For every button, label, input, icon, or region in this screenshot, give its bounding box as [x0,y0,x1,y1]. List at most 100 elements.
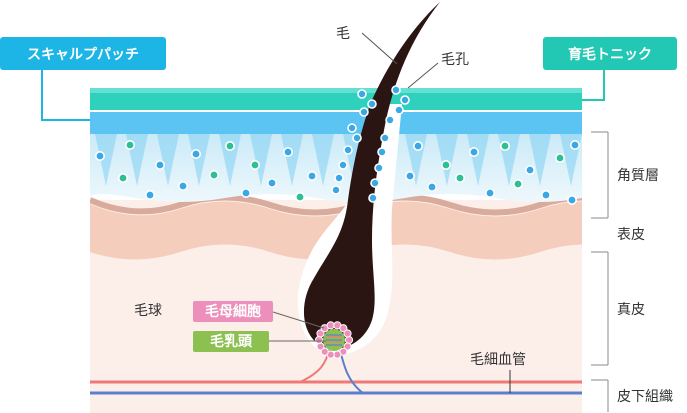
matrix-cell [333,350,342,359]
scalp-patch-connector [41,68,90,121]
matrix-cell [343,342,352,351]
pore-particle [377,147,387,157]
pore-particle [359,107,369,117]
corneum-particle [145,190,156,201]
pore-particle [374,163,384,173]
corneum-stripe [436,134,458,186]
pore-particle [400,95,410,105]
layer-label-subcutaneous: 皮下組織 [617,389,673,405]
hair-bulb-label: 毛球 [134,303,162,319]
hair-matrix-label: 毛母細胞 [205,303,261,320]
matrix-cell [339,324,348,333]
corneum-stripe [188,134,210,186]
corneum-particle [294,192,305,203]
corneum-particle [95,151,106,162]
matrix-cell [343,329,352,338]
corneum-stripe [312,134,334,186]
scalp-patch-strip [90,88,582,110]
pore-leader [407,62,439,89]
scalp-patch-label: スキャルプパッチ [27,47,139,63]
corneum-particle [499,141,510,152]
scalp-patch-strip-shine [90,88,582,93]
matrix-cell [314,335,324,345]
layer-label-dermis: 真皮 [617,302,645,318]
corneum-stripe [250,134,272,186]
corneum-particle [241,188,252,199]
corneum-particle [524,165,535,176]
corneum-particle [250,160,261,171]
stratum-corneum-particles [95,140,580,206]
pore-particle [357,89,367,99]
pore-particle [380,133,390,143]
corneum-particle [426,182,437,193]
matrix-cell [344,335,354,345]
corneum-particle [118,173,129,184]
ikumo-tonic-badge [543,37,677,70]
pore-particle [394,105,404,115]
corneum-stripe [219,134,241,186]
capillary-label: 毛細血管 [470,352,526,368]
pore-particle [368,193,378,203]
hair-leader [361,32,398,65]
corneum-particle [191,149,202,160]
corneum-stripe [95,134,117,186]
corneum-particle [155,160,166,171]
matrix-cell [320,347,329,356]
scalp-patch-badge [0,37,166,70]
pore-particle [343,145,353,155]
pore-label: 毛孔 [441,52,469,68]
corneum-particle [282,147,293,158]
corneum-particle [540,190,551,201]
pore-particle [334,173,344,183]
corneum-particle [225,141,236,152]
corneum-particle [468,147,479,158]
layer-brackets [591,131,609,412]
corneum-stripe [281,134,303,186]
corneum-particle [412,141,423,152]
matrix-cell [326,321,335,330]
hair-shaft [303,2,440,349]
pore-particle [347,123,357,133]
hair-matrix-leader [272,311,325,329]
pore-particle [385,115,395,125]
ikumo-tonic-connector [582,68,605,101]
corneum-particle [440,160,451,171]
corneum-particle [454,173,465,184]
corneum-particle [566,195,577,206]
corneum-particle [569,140,580,151]
pore-particle [352,133,362,143]
corneum-particle [306,171,317,182]
corneum-stripe [529,134,551,186]
hair-matrix-badge [193,301,273,322]
pore-particle [370,178,380,188]
corneum-stripe [467,134,489,186]
hair-matrix-cells [314,321,354,359]
corneum-particle [404,171,415,182]
corneum-particle [125,140,136,151]
pore-particles [331,85,410,203]
pore-particle [367,99,377,109]
hair-label: 毛 [336,26,350,42]
dermal-papilla-label: 毛乳頭 [210,333,253,350]
corneum-particle [554,153,565,164]
ikumo-tonic-label: 育毛トニック [568,46,652,63]
corneum-particle [512,179,523,190]
pore-particle [391,85,401,95]
matrix-cell [316,342,325,351]
layer-label-epidermis: 表皮 [617,227,645,243]
stratum-corneum-stripes [95,134,582,186]
corneum-particle [266,178,277,189]
dermal-papilla-badge [193,331,269,352]
corneum-particle [178,181,189,192]
pore-particle [338,160,348,170]
layer-label-stratum-corneum: 角質層 [617,168,659,184]
dermal-papilla-stripes [326,334,342,346]
corneum-particle [209,170,220,181]
corneum-particle [484,188,495,199]
matrix-cell [316,329,325,338]
pore-particle [331,185,341,195]
stratum-corneum-top [90,112,582,134]
corneum-stripe [157,134,179,186]
